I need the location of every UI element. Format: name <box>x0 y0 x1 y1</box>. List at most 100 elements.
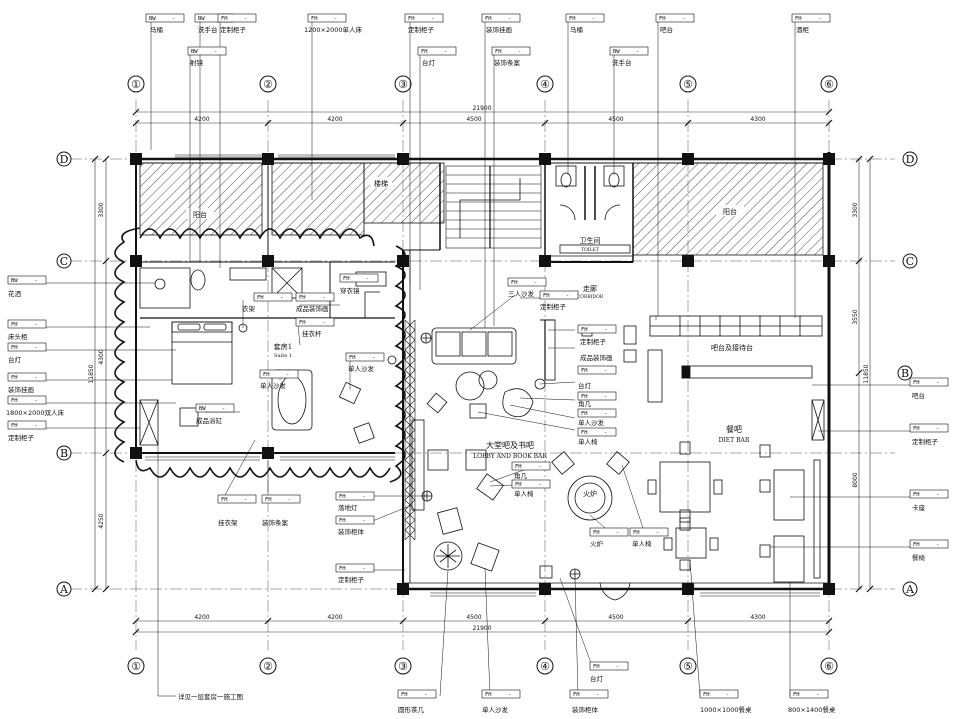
svg-text:4300: 4300 <box>750 116 765 123</box>
tag-label: 卡座 <box>912 503 926 512</box>
tag-label: 单人沙发 <box>260 381 287 390</box>
svg-text:-: - <box>34 345 37 351</box>
svg-text:-: - <box>34 278 37 284</box>
col-marker-6: ⑥ <box>820 75 838 93</box>
tag-box: FH-定制柜子 <box>335 563 375 584</box>
bottom-tags: FH-台灯 FH-圆形茶几 FH-单人沙发 FH-装饰柜体 FH-1000×10… <box>397 661 836 714</box>
room-label-lobby: 大堂吧及书吧 <box>486 440 534 450</box>
tag-box: FH-1000×1000餐桌 <box>699 689 752 714</box>
svg-text:BW: BW <box>11 278 18 284</box>
tag-label: 洗手台 <box>612 58 632 67</box>
svg-text:④: ④ <box>540 660 550 673</box>
svg-text:-: - <box>818 16 821 22</box>
svg-text:-: - <box>508 16 511 22</box>
svg-text:-: - <box>214 49 217 55</box>
tag-box: FH-定制柜子 <box>539 290 579 311</box>
svg-text:-: - <box>444 49 447 55</box>
tag-label: 三人沙发 <box>508 289 535 298</box>
svg-text:FH: FH <box>339 494 346 500</box>
tag-label: 单人沙发 <box>482 705 509 714</box>
tag-label: 装饰条案 <box>262 518 289 527</box>
tag-label: 成品装饰画 <box>580 353 613 362</box>
svg-text:-: - <box>592 16 595 22</box>
room-label-dining: 餐吧 <box>726 425 742 434</box>
tag-label: 定制柜子 <box>220 25 247 34</box>
svg-text:4200: 4200 <box>327 614 342 621</box>
tag-box: FH-落地灯 <box>335 491 375 512</box>
svg-text:FH: FH <box>339 518 346 524</box>
svg-text:-: - <box>936 492 939 498</box>
svg-text:FH: FH <box>349 355 356 361</box>
dimension-text-top: 4200 4200 4500 4500 4300 21900 <box>194 105 765 123</box>
svg-text:-: - <box>656 530 659 536</box>
tag-box: FH-装饰柜体 <box>335 515 375 536</box>
svg-text:⑥: ⑥ <box>824 660 834 673</box>
tag-box: FH-台灯 <box>7 342 47 364</box>
col-marker-4: ④ <box>536 75 554 93</box>
tag-label: 800×1400餐桌 <box>788 705 836 714</box>
svg-text:21900: 21900 <box>472 105 491 112</box>
room-labels: 套房1 Suite 1 大堂吧及书吧 LOBBY AND BOOK BAR 餐吧… <box>274 236 753 498</box>
svg-text:FH: FH <box>11 398 18 404</box>
room-label-bar: 吧台及接待台 <box>711 343 753 352</box>
col-marker-5-bottom: ⑤ <box>679 657 697 675</box>
svg-text:-: - <box>596 692 599 698</box>
tag-label: 单人椅 <box>578 437 598 446</box>
svg-text:-: - <box>604 430 607 436</box>
svg-text:FH: FH <box>339 566 346 572</box>
tag-label: 挂衣杆 <box>302 329 322 338</box>
tag-box: FH-挂衣架 <box>217 494 257 527</box>
svg-text:3300: 3300 <box>852 202 859 217</box>
svg-text:FH: FH <box>485 692 492 698</box>
row-marker-a-right: A <box>902 581 918 597</box>
svg-text:FH: FH <box>543 293 550 299</box>
svg-text:FH: FH <box>793 692 800 698</box>
tag-label: 酒柜 <box>796 25 810 34</box>
tag-label: 马桶 <box>150 25 163 34</box>
svg-text:-: - <box>636 49 639 55</box>
tag-label: 1800×2000双人床 <box>6 408 65 417</box>
tag-box: BW-洗手台 <box>609 46 649 67</box>
svg-text:FH: FH <box>913 542 920 548</box>
left-tags: BW-花洒 FH-床头柜 FH-台灯 FH-装饰挂画 FH-1800×2000双… <box>6 275 65 442</box>
tag-box: FH-装饰条案 <box>491 46 531 67</box>
svg-text:FH: FH <box>913 380 920 386</box>
tag-box: FH-酒柜 <box>791 13 831 34</box>
room-label-corridor-en: CORRIDOR <box>577 294 604 300</box>
tag-box: FH-马桶 <box>565 13 605 34</box>
tag-box: FH-单人椅 <box>577 427 617 446</box>
tag-label: 射镜 <box>190 58 204 67</box>
tag-label: 吧台 <box>912 391 925 400</box>
tag-box: FH-单人沙发 <box>259 369 299 390</box>
svg-text:FH: FH <box>913 492 920 498</box>
svg-text:A: A <box>59 583 69 596</box>
room-label-toilet-en: TOILET <box>581 247 599 253</box>
svg-text:FH: FH <box>659 16 666 22</box>
tag-label: 定制柜子 <box>540 302 567 311</box>
tag-label: 穿衣镜 <box>340 286 360 295</box>
svg-text:-: - <box>604 411 607 417</box>
svg-text:-: - <box>604 327 607 333</box>
svg-text:FH: FH <box>593 664 600 670</box>
col-marker-4-bottom: ④ <box>536 657 554 675</box>
svg-text:-: - <box>172 16 175 22</box>
col-marker-1: ① <box>127 75 145 93</box>
svg-text:-: - <box>508 692 511 698</box>
tag-box: FH-装饰挂画 <box>7 372 47 394</box>
leader-lines <box>30 22 910 697</box>
row-marker-d-right: D <box>902 151 918 167</box>
svg-text:-: - <box>726 692 729 698</box>
svg-text:FH: FH <box>485 16 492 22</box>
col-marker-1-bottom: ① <box>127 657 145 675</box>
svg-text:FH: FH <box>221 497 228 503</box>
three-seat-sofa <box>431 327 517 365</box>
svg-text:D: D <box>906 153 915 166</box>
dimension-text-bottom: 4200 4200 4500 4500 4300 21900 <box>194 614 765 632</box>
svg-text:-: - <box>34 398 37 404</box>
svg-text:④: ④ <box>540 78 550 91</box>
tag-label: 挂衣架 <box>218 518 238 527</box>
tag-label: 定制柜子 <box>408 25 435 34</box>
tag-box: FH-1200×2000单人床 <box>304 13 363 34</box>
svg-text:BW: BW <box>198 16 205 22</box>
tag-box: FH-火炉 <box>589 527 629 548</box>
